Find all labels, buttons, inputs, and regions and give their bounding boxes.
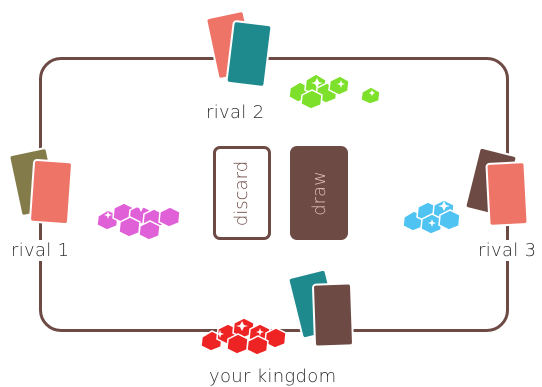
rival2-card-front[interactable] xyxy=(225,19,273,89)
rival1-label: rival 1 xyxy=(7,240,74,261)
rival3-label: rival 3 xyxy=(474,240,541,261)
rival1-gems-icon xyxy=(96,202,181,241)
rival3-gems-icon xyxy=(402,199,461,235)
your-card-front[interactable] xyxy=(311,282,355,348)
discard-label: discard xyxy=(231,160,253,226)
your-kingdom-label: your kingdom xyxy=(205,366,341,387)
rival2-label: rival 2 xyxy=(202,102,269,123)
rival1-card-front[interactable] xyxy=(28,158,74,226)
discard-pile[interactable]: discard xyxy=(213,146,271,240)
draw-label: draw xyxy=(308,170,330,216)
your-gems-icon xyxy=(200,317,287,356)
draw-pile[interactable]: draw xyxy=(290,146,348,240)
rival2-gems-icon xyxy=(288,73,381,110)
rival3-card-front[interactable] xyxy=(485,160,529,228)
